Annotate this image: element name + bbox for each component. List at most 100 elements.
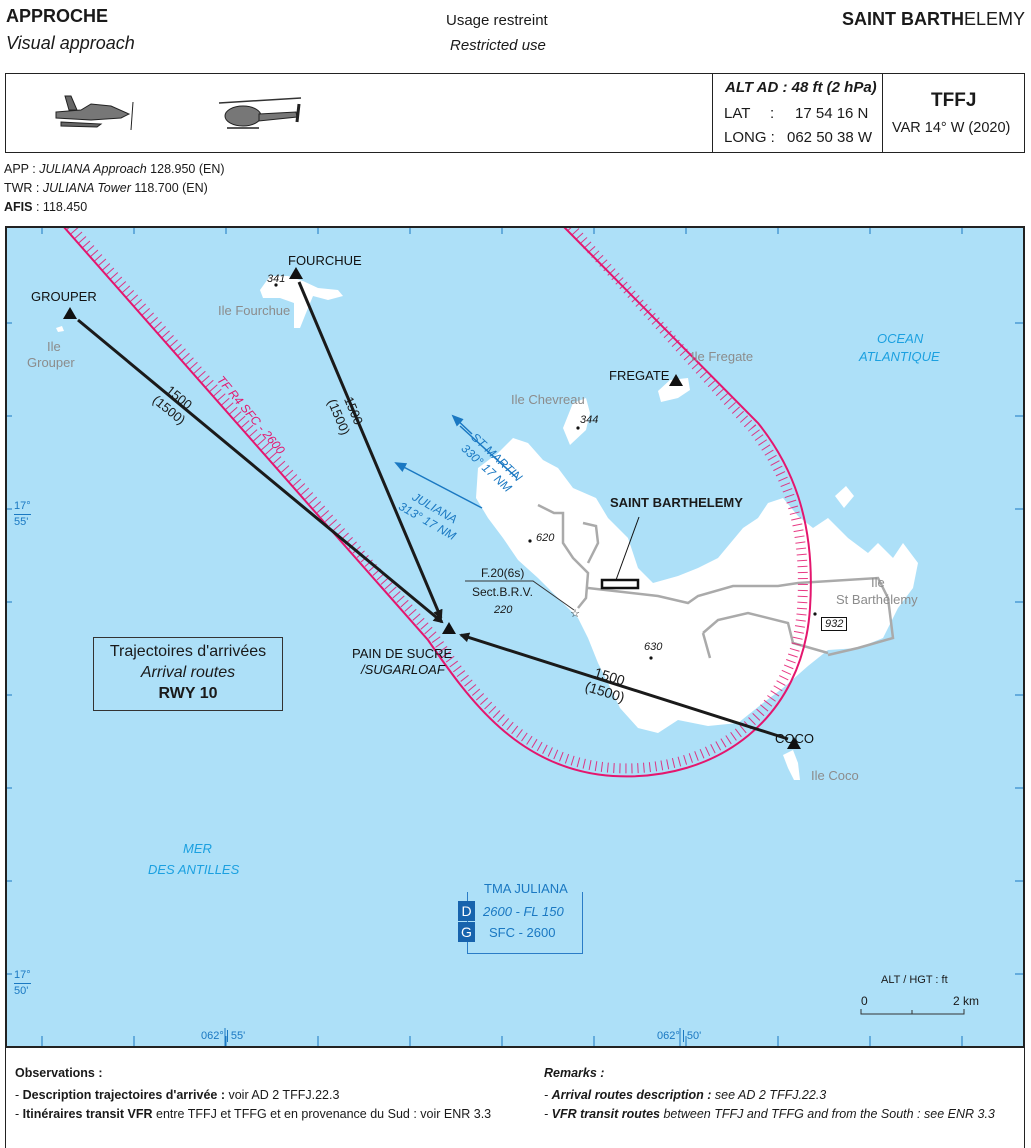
aerodrome-name: SAINT BARTHELEMY [842, 9, 1025, 30]
rem-text: between TFFJ and TFFG and from the South… [660, 1107, 995, 1121]
freq-value: 128.950 (EN) [150, 162, 225, 176]
class-d-badge: D [458, 901, 475, 921]
long-deg: 062° [201, 1030, 224, 1042]
long-min: 50' [682, 1030, 702, 1042]
runway-symbol [600, 578, 640, 590]
long-deg: 062° [657, 1030, 680, 1042]
sea-label-atlantic-2: ATLANTIQUE [859, 349, 940, 364]
chart-map: ☆ GROUPER FOURCHUE FREGATE PAIN DE SUCRE… [5, 226, 1025, 1048]
title-en: Visual approach [6, 33, 135, 53]
lat-min: 50' [14, 985, 29, 997]
class-g-badge: G [458, 922, 475, 942]
route-grouper [77, 318, 444, 624]
elevation-341: 341 [267, 273, 286, 285]
waypoint-coco-icon [787, 737, 801, 749]
island-label-grouper-2: Grouper [27, 355, 75, 370]
legend-title-en: Arrival routes [140, 664, 236, 681]
aerodrome-label: SAINT BARTHELEMY [610, 495, 743, 510]
elevation-932-max: 932 [821, 617, 848, 631]
long-min: 55' [226, 1030, 246, 1042]
sea-label-caribbean-2: DES ANTILLES [148, 862, 240, 877]
island-label-stb-1: Ile [871, 575, 885, 590]
legend-runway: RWY 10 [158, 685, 218, 702]
island-fregate [658, 378, 690, 402]
land-areas [56, 276, 918, 780]
graticule-ticks [7, 228, 1023, 1046]
elevation-620: 620 [536, 532, 555, 544]
elevation-344: 344 [580, 414, 599, 426]
scale-start: 0 [861, 994, 868, 1008]
waypoint-fourchue: FOURCHUE [288, 253, 362, 268]
light-char: F.20(6s) [481, 566, 525, 580]
units-label: ALT / HGT : ft [881, 974, 948, 986]
exit-st-martin-line [459, 425, 518, 479]
lat-label: LAT [724, 105, 751, 122]
lat-deg: 17° [14, 968, 31, 984]
footer-notes: Observations : - Description trajectoire… [5, 1048, 1025, 1148]
island-coco [783, 750, 800, 780]
usage-fr: Usage restreint [446, 12, 548, 29]
aerodrome-name-bold: SAINT BARTH [841, 9, 964, 29]
lat-value: 17 54 16 N [795, 105, 869, 122]
elevation-630: 630 [644, 641, 663, 653]
helicopter-icon [218, 97, 302, 129]
sea-label-atlantic: OCEAN [877, 328, 923, 349]
title-fr: APPROCHE [6, 6, 109, 26]
freq-value: : 118.450 [35, 200, 88, 214]
waypoint-pain-de-sucre: PAIN DE SUCRE [352, 646, 453, 661]
island-grouper [56, 326, 64, 332]
aerodrome-position: ALT AD : 48 ft (2 hPa) LAT : 17 54 16 N … [712, 74, 883, 152]
waypoint-fregate-icon [669, 374, 683, 386]
tma-class-g-row: G SFC - 2600 [458, 922, 555, 942]
lat-deg: 17° [14, 499, 31, 515]
rem-bold: VFR transit routes [551, 1107, 660, 1121]
remark-2: - VFR transit routes between TFFJ and TF… [544, 1107, 995, 1121]
freq-afis: AFIS : 118.450 [4, 200, 87, 214]
lat-sep: : [770, 105, 775, 122]
light-sector: Sect.B.R.V. [472, 585, 533, 599]
waypoint-triangles [63, 267, 801, 749]
freq-label: APP : [4, 162, 36, 176]
island-label-fourchue: Ile Fourchue [218, 303, 291, 318]
arrival-routes [77, 281, 789, 741]
usage-en: Restricted use [450, 37, 546, 54]
route-coco [459, 632, 789, 741]
map-graphics: ☆ [7, 228, 1023, 1046]
freq-value: 118.700 (EN) [134, 181, 208, 195]
freq-label: AFIS [4, 200, 33, 214]
obs-text: voir AD 2 TFFJ.22.3 [225, 1088, 340, 1102]
magnetic-variation: VAR 14° W (2020) [892, 120, 1011, 136]
island-label-stb-2: St Barthélemy [836, 592, 918, 607]
light-elevation: 220 [494, 604, 513, 616]
lat-label-1755: 17°55' [14, 499, 31, 530]
sea-word: OCEAN [877, 331, 924, 346]
aerodrome-name-rest: ELEMY [963, 9, 1025, 29]
long-label: LONG : [724, 129, 775, 146]
freq-twr: TWR : JULIANA Tower 118.700 (EN) [4, 181, 208, 195]
airplane-icon [55, 95, 134, 131]
scale-end: 2 km [953, 994, 980, 1008]
island-saint-barthelemy [476, 438, 918, 733]
restricted-area-tf-r4 [63, 228, 812, 778]
island-label-fregate: Ile Fregate [691, 349, 754, 364]
island-label-coco: Ile Coco [811, 768, 859, 783]
waypoint-sugarloaf: /SUGARLOAF [361, 662, 445, 677]
island-label-chevreau: Ile Chevreau [511, 392, 585, 407]
class-g-limits: SFC - 2600 [489, 925, 556, 940]
island-label-grouper-1: Ile [47, 339, 61, 354]
waypoint-fourchue-icon [289, 267, 303, 279]
rem-bold: Arrival routes description : [551, 1088, 712, 1102]
lat-min: 55' [14, 516, 29, 528]
lat-label-1750: 17°50' [14, 968, 31, 999]
exit-juliana [394, 462, 483, 509]
long-value: 062 50 38 W [787, 129, 873, 146]
freq-app: APP : JULIANA Approach 128.950 (EN) [4, 162, 225, 176]
island-chevreau [563, 398, 590, 445]
rem-text: see AD 2 TFFJ.22.3 [711, 1088, 827, 1102]
obs-text: entre TFFJ et TFFG et en provenance du S… [152, 1107, 492, 1121]
remark-1: - Arrival routes description : see AD 2 … [544, 1088, 827, 1102]
waypoint-pain-de-sucre-icon [442, 622, 456, 634]
freq-name: JULIANA Approach [39, 162, 147, 176]
waypoint-coco: COCO [775, 731, 814, 746]
icao-code: TFFJ [931, 90, 977, 111]
